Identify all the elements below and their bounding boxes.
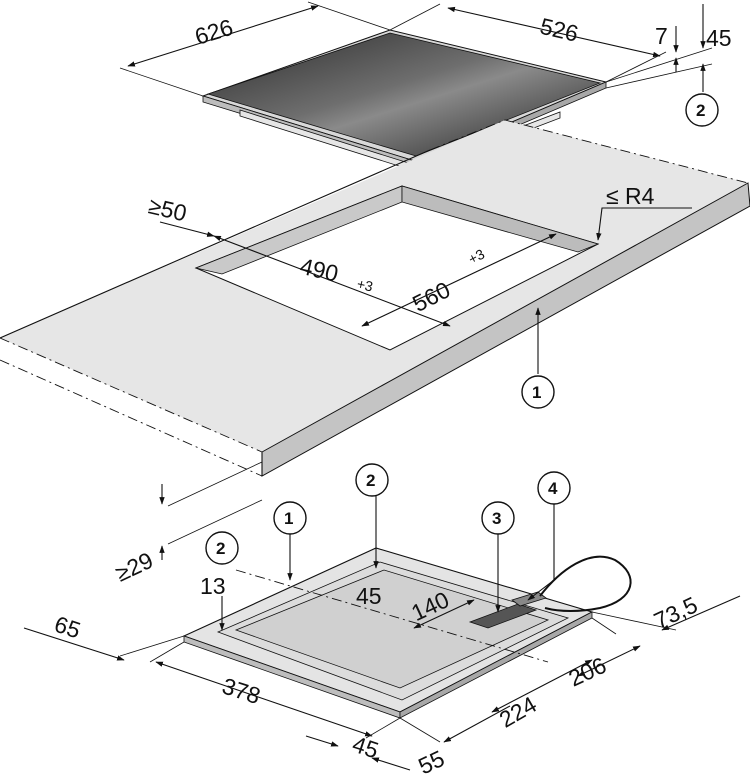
callout-2-left-label: 2 bbox=[216, 539, 225, 558]
dim-13-label: 13 bbox=[200, 573, 226, 599]
callout-2-center: 2 45 bbox=[355, 463, 389, 609]
dim-526-label: 526 bbox=[538, 13, 581, 47]
dim-378-label: 378 bbox=[219, 673, 264, 710]
callout-4: 4 bbox=[527, 471, 571, 601]
dim-r4-label: ≤ R4 bbox=[606, 183, 655, 209]
callout-1-worktop: 1 bbox=[521, 307, 555, 409]
dim-45-top-label: 45 bbox=[706, 25, 732, 51]
dim-560-tol: +3 bbox=[466, 246, 488, 268]
callout-4-label: 4 bbox=[548, 479, 558, 498]
dim-45-front-label: 45 bbox=[349, 731, 381, 764]
dim-206: 206 bbox=[564, 645, 641, 692]
power-cable bbox=[539, 555, 632, 612]
callout-2-top: 2 bbox=[685, 93, 719, 127]
callout-1-base: 1 bbox=[273, 501, 307, 581]
callout-3-label: 3 bbox=[492, 509, 501, 528]
callout-2-left: 2 13 bbox=[200, 531, 239, 631]
callout-1-base-label: 1 bbox=[284, 509, 293, 528]
dim-206-label: 206 bbox=[564, 652, 610, 692]
connection-box bbox=[468, 603, 538, 629]
callout-3: 3 bbox=[481, 501, 515, 613]
dim-29: ≥29 bbox=[111, 461, 263, 587]
dim-73-5-label: 73,5 bbox=[650, 591, 702, 633]
dim-50-label: ≥50 bbox=[146, 192, 189, 226]
dim-55: 55 bbox=[399, 705, 511, 775]
dim-r4: ≤ R4 bbox=[596, 183, 692, 241]
dim-7-45: 7 45 bbox=[605, 4, 732, 92]
dim-626-label: 626 bbox=[192, 14, 236, 50]
callout-2-center-label: 2 bbox=[366, 471, 375, 490]
dim-50: ≥50 bbox=[146, 192, 215, 237]
dim-45-center-label: 45 bbox=[356, 583, 382, 609]
dim-224-label: 224 bbox=[495, 691, 541, 733]
dim-29-label: ≥29 bbox=[111, 547, 157, 587]
callout-1-worktop-label: 1 bbox=[532, 383, 541, 402]
dim-55-label: 55 bbox=[414, 745, 448, 775]
worktop bbox=[0, 119, 750, 477]
dim-45-front: 45 bbox=[305, 731, 411, 771]
dim-7-label: 7 bbox=[655, 23, 668, 49]
dim-65: 65 bbox=[23, 611, 185, 661]
dim-73-5: 73,5 bbox=[591, 591, 741, 634]
callout-2-top-label: 2 bbox=[696, 101, 705, 120]
